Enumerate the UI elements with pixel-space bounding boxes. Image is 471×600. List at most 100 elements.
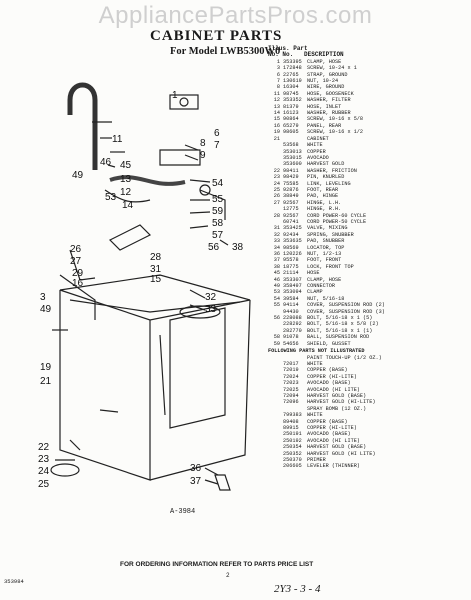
part-number: 12775	[283, 206, 299, 213]
not-illustrated-title: FOLLOWING PARTS NOT ILLUSTRATED	[268, 348, 365, 355]
part-number: 72094	[283, 392, 299, 399]
part-number: 21114	[283, 270, 299, 277]
part-description: PRIMER	[307, 457, 326, 463]
part-description: NUT, 10-24	[307, 78, 339, 85]
part-number: 353395	[283, 58, 302, 65]
table-row: 53568 WHITE	[268, 142, 468, 148]
part-number: 72024	[283, 373, 299, 380]
callout-58: 58	[212, 218, 224, 229]
part-description: CONNECTOR	[307, 283, 336, 290]
part-number: 353013	[283, 148, 302, 155]
part-number: 60741	[283, 218, 299, 225]
illus-number: 27	[273, 199, 280, 206]
part-description: AVOCADO (HI LITE)	[307, 386, 360, 393]
part-description: AVOCADO (BASE)	[307, 380, 351, 387]
part-description: SPRAY BOMB (12 OZ.)	[307, 405, 367, 412]
part-description: CLAMP	[307, 289, 323, 296]
part-description: STRAP, GROUND	[307, 71, 348, 78]
part-number: 250192	[283, 437, 302, 444]
part-description: WASHER, FRICTION	[307, 167, 357, 174]
callout-49b: 49	[40, 304, 52, 315]
exploded-diagram: 1 11 46 45 13 12 14 49 8 9 6 7 53 54 55 …	[38, 82, 251, 491]
handwritten-note: 2Y3 - 3 - 4	[274, 583, 321, 595]
part-number: 90864	[283, 116, 299, 123]
callout-54: 54	[212, 178, 224, 189]
callout-15: 15	[150, 274, 162, 285]
illus-number: 23	[273, 174, 280, 181]
illus-number: 34	[273, 244, 280, 251]
part-number: 98745	[283, 90, 299, 97]
part-number: 54656	[283, 340, 299, 347]
illus-number: 55	[273, 302, 280, 309]
callout-56: 56	[208, 242, 220, 253]
callout-26: 26	[70, 244, 82, 255]
part-number: 53568	[283, 142, 299, 149]
callout-31: 31	[150, 264, 162, 275]
part-description: SCREW, 10-16 x 1/2	[307, 129, 364, 136]
part-number: 353352	[283, 97, 302, 104]
part-description: BOLT, 5/16-18 x 1 (5)	[307, 315, 373, 322]
part-number: 92434	[283, 231, 299, 238]
callout-59: 59	[212, 206, 224, 217]
illus-number: 36	[273, 251, 280, 257]
callout-49a: 49	[72, 170, 84, 181]
part-number: 98411	[283, 167, 299, 174]
part-description: HARVEST GOLD (BASE)	[307, 392, 367, 399]
illus-number: 45	[273, 270, 280, 277]
part-description: WHITE	[307, 142, 323, 149]
part-number: 353635	[283, 238, 302, 245]
callout-55: 55	[212, 194, 224, 205]
part-number: 250370	[283, 457, 302, 463]
illus-number: 19	[273, 129, 280, 136]
part-description: HARVEST GOLD (BASE)	[307, 444, 367, 451]
callout-45: 45	[120, 160, 132, 171]
part-description: LEVELER (THINNER)	[307, 463, 360, 470]
part-number: 72025	[283, 386, 299, 393]
parts-header: Illus. Part No. No. DESCRIPTION	[268, 45, 344, 59]
callout-29: 29	[72, 268, 84, 279]
part-number: 81379	[283, 103, 299, 110]
callout-21: 21	[40, 376, 52, 387]
part-number: 92876	[283, 186, 299, 193]
part-number: 95578	[283, 257, 299, 264]
illus-number: 38	[273, 263, 280, 270]
table-row: SPRAY BOMB (12 OZ.)	[268, 406, 468, 412]
part-description: HINGE, L.H.	[307, 199, 342, 206]
callout-27: 27	[70, 256, 82, 267]
table-row: 250370 PRIMER	[268, 457, 468, 463]
callout-28: 28	[150, 252, 162, 263]
page-number: 2	[226, 572, 230, 579]
illus-number: 22	[273, 167, 280, 174]
callout-23: 23	[38, 454, 50, 465]
part-number: 282770	[283, 327, 302, 334]
part-description: SCREW, 10-24 x 1	[307, 65, 357, 72]
illus-number: 58	[273, 334, 280, 341]
part-description: SHIELD, GUSSET	[307, 340, 351, 347]
